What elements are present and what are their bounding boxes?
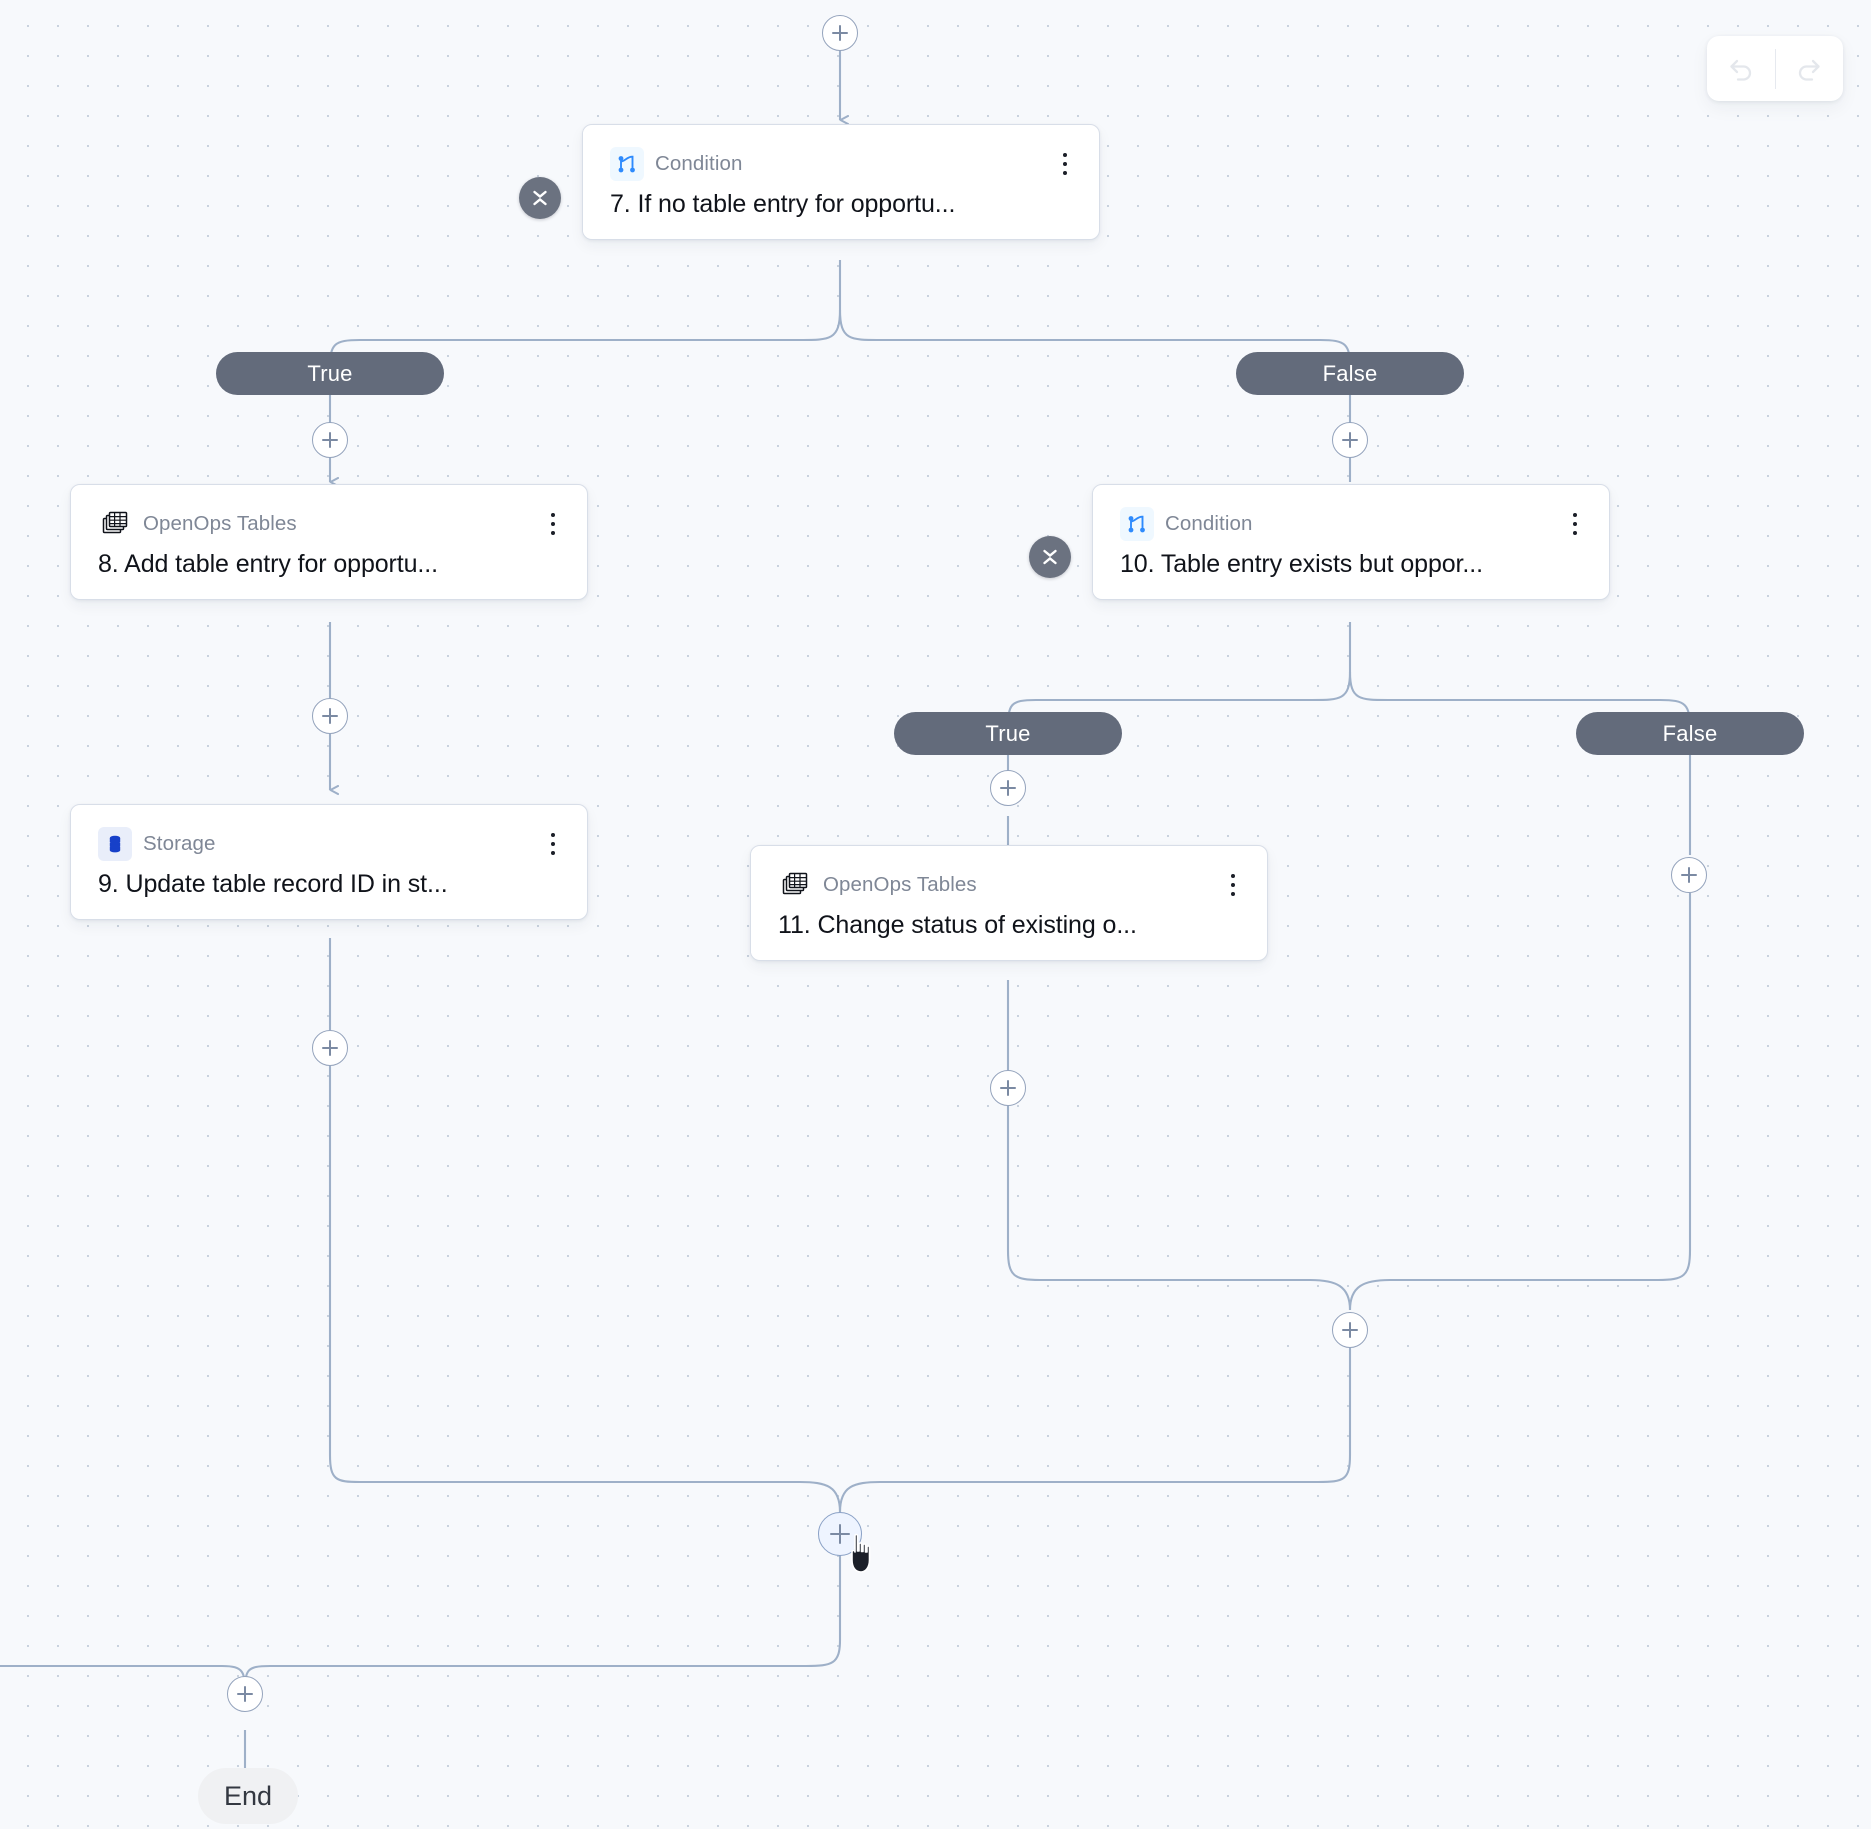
history-panel <box>1707 36 1843 101</box>
node-piece-name: OpenOps Tables <box>143 512 297 535</box>
add-step-button-false-10[interactable] <box>1671 857 1707 893</box>
add-step-button-before-end[interactable] <box>227 1676 263 1712</box>
add-step-button-merge-10[interactable] <box>1332 1312 1368 1348</box>
history-divider <box>1774 48 1776 89</box>
collapse-toggle-step-7[interactable] <box>519 177 561 219</box>
redo-button[interactable] <box>1776 36 1844 101</box>
add-step-button-after-8[interactable] <box>312 698 348 734</box>
branch-label-true-step-10[interactable]: True <box>894 712 1122 755</box>
workflow-node-step-11[interactable]: OpenOps Tables 11. Change status of exis… <box>750 845 1268 961</box>
node-title: 8. Add table entry for opportu... <box>98 550 438 578</box>
node-title: 7. If no table entry for opportu... <box>610 190 956 218</box>
node-accent-bar <box>71 805 76 919</box>
add-step-button-merge-main[interactable] <box>818 1512 862 1556</box>
add-step-button-false-7[interactable] <box>1332 422 1368 458</box>
workflow-node-step-10[interactable]: Condition 10. Table entry exists but opp… <box>1092 484 1610 600</box>
branch-label-true-step-7[interactable]: True <box>216 352 444 395</box>
workflow-node-step-9[interactable]: Storage 9. Update table record ID in st.… <box>70 804 588 920</box>
branch-label-false-step-10[interactable]: False <box>1576 712 1804 755</box>
add-step-button-after-11[interactable] <box>990 1070 1026 1106</box>
add-step-button-true-7[interactable] <box>312 422 348 458</box>
tables-icon <box>98 507 132 541</box>
add-step-button-true-10[interactable] <box>990 770 1026 806</box>
node-title: 10. Table entry exists but oppor... <box>1120 550 1483 578</box>
branch-label-false-step-7[interactable]: False <box>1236 352 1464 395</box>
node-title: 9. Update table record ID in st... <box>98 870 448 898</box>
undo-icon <box>1730 59 1751 81</box>
node-piece-name: Storage <box>143 832 216 855</box>
database-icon <box>98 827 132 861</box>
node-menu-button[interactable] <box>1053 149 1077 179</box>
condition-branch-icon <box>1120 507 1154 541</box>
node-accent-bar <box>71 485 76 599</box>
node-menu-button[interactable] <box>541 829 565 859</box>
node-piece-name: OpenOps Tables <box>823 873 977 896</box>
node-title: 11. Change status of existing o... <box>778 911 1137 939</box>
undo-button[interactable] <box>1707 36 1775 101</box>
node-accent-bar <box>583 125 588 239</box>
node-piece-name: Condition <box>1165 512 1253 535</box>
add-step-button-after-9[interactable] <box>312 1030 348 1066</box>
end-node[interactable]: End <box>198 1768 299 1824</box>
condition-branch-icon <box>610 147 644 181</box>
collapse-toggle-step-10[interactable] <box>1029 536 1071 578</box>
node-menu-button[interactable] <box>1221 870 1245 900</box>
node-menu-button[interactable] <box>1563 509 1587 539</box>
tables-icon <box>778 868 812 902</box>
redo-icon <box>1799 59 1820 81</box>
add-step-button-top[interactable] <box>822 15 858 51</box>
node-accent-bar <box>751 846 756 960</box>
node-accent-bar <box>1093 485 1098 599</box>
workflow-node-step-7[interactable]: Condition 7. If no table entry for oppor… <box>582 124 1100 240</box>
workflow-node-step-8[interactable]: OpenOps Tables 8. Add table entry for op… <box>70 484 588 600</box>
node-menu-button[interactable] <box>541 509 565 539</box>
node-piece-name: Condition <box>655 152 743 175</box>
